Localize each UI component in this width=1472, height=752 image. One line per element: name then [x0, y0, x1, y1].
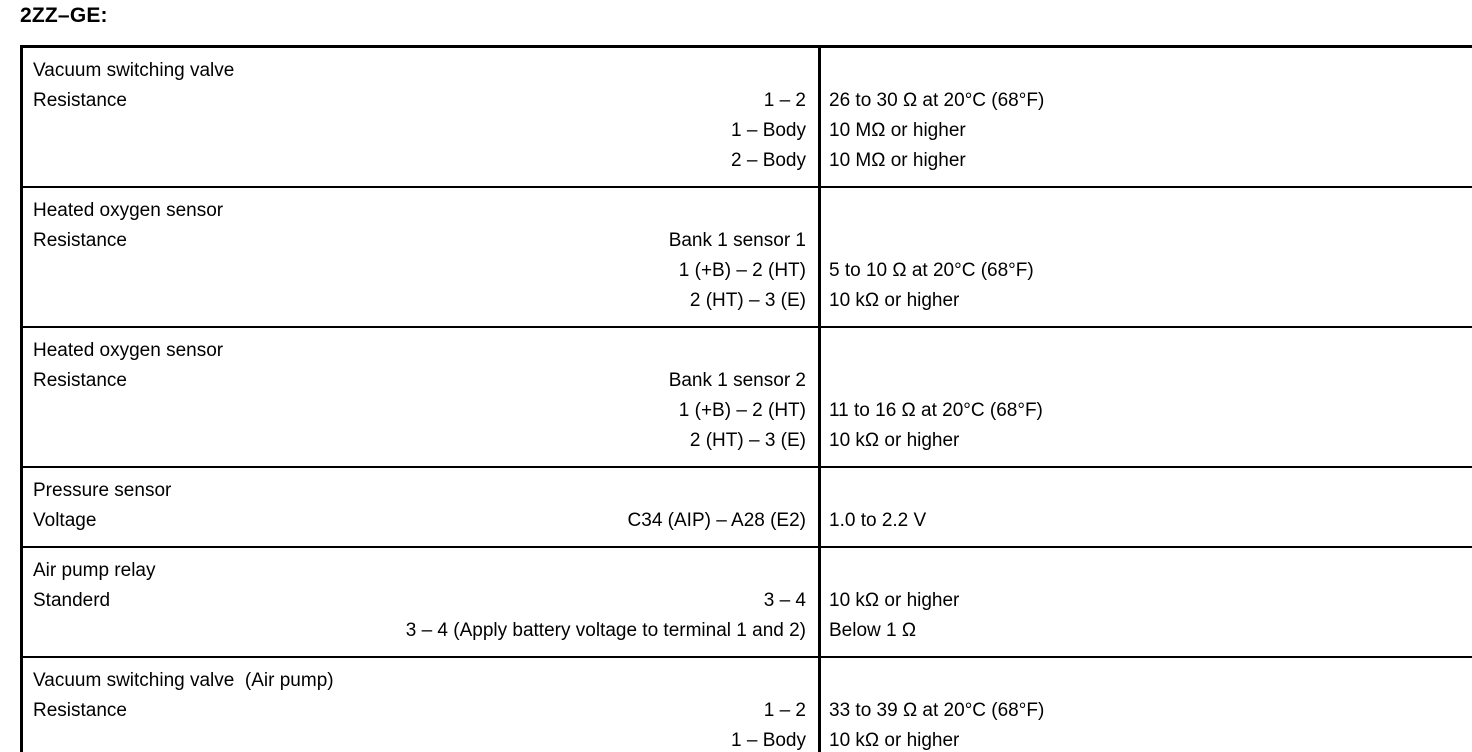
measurement-label: Standerd [33, 590, 111, 611]
value-spacer [829, 476, 1472, 506]
value-line: 11 to 16 Ω at 20°C (68°F) [829, 400, 1043, 421]
component-name: Heated oxygen sensor [33, 200, 224, 221]
terminal-line: 2 – Body [731, 150, 806, 171]
spec-item-cell: Vacuum switching valve (Air pump) Resista… [21, 657, 821, 752]
component-name: Air pump relay [33, 560, 156, 581]
value-spacer [829, 666, 1472, 696]
table-row: Vacuum switching valve (Air pump) Resista… [21, 657, 1472, 752]
value-line [829, 366, 1472, 396]
spec-value-cell: 5 to 10 Ω at 20°C (68°F) 10 kΩ or higher [820, 187, 1472, 327]
terminal-line: 1 – 2 [763, 90, 806, 111]
component-name: Heated oxygen sensor [33, 340, 224, 361]
page-title: 2ZZ–GE: [20, 4, 108, 27]
terminal-list: Standerd 3 – 4 3 – 4 (Apply battery voltag… [33, 586, 806, 646]
value-line: 10 kΩ or higher [829, 590, 960, 611]
measurement-label: Resistance [33, 230, 127, 251]
terminal-line: 2 (HT) – 3 (E) [689, 430, 806, 451]
terminal-line: 3 – 4 [763, 590, 806, 611]
terminal-list: Resistance 1 – 2 1 – Body 2 – Body [33, 86, 806, 176]
value-spacer [829, 556, 1472, 586]
value-spacer [829, 336, 1472, 366]
value-line [829, 226, 1472, 256]
value-line: 10 kΩ or higher [829, 730, 960, 751]
value-line: 1.0 to 2.2 V [829, 510, 927, 531]
terminal-line: 1 (+B) – 2 (HT) [678, 260, 806, 281]
terminal-line: 1 – Body [731, 120, 806, 141]
value-line: 10 kΩ or higher [829, 290, 960, 311]
spec-value-cell: 11 to 16 Ω at 20°C (68°F) 10 kΩ or higher [820, 327, 1472, 467]
terminal-line: Bank 1 sensor 1 [668, 230, 806, 251]
value-line: 10 kΩ or higher [829, 430, 960, 451]
measurement-label: Voltage [33, 510, 97, 531]
terminal-line: 2 (HT) – 3 (E) [689, 290, 806, 311]
terminal-list: Voltage C34 (AIP) – A28 (E2) [33, 506, 806, 536]
terminal-line: 3 – 4 (Apply battery voltage to terminal… [405, 620, 806, 641]
terminal-list: Resistance Bank 1 sensor 2 1 (+B) – 2 (HT)… [33, 366, 806, 456]
measurement-label: Resistance [33, 370, 127, 391]
value-line: Below 1 Ω [829, 620, 917, 641]
value-spacer [829, 196, 1472, 226]
terminal-line: C34 (AIP) – A28 (E2) [627, 510, 806, 531]
value-line: 10 MΩ or higher [829, 150, 966, 171]
measurement-label: Resistance [33, 700, 127, 721]
terminal-line: 1 (+B) – 2 (HT) [678, 400, 806, 421]
terminal-list: Resistance Bank 1 sensor 1 1 (+B) – 2 (HT)… [33, 226, 806, 316]
spec-value-cell: 1.0 to 2.2 V [820, 467, 1472, 547]
component-name: Vacuum switching valve [33, 60, 235, 81]
value-line: 5 to 10 Ω at 20°C (68°F) [829, 260, 1034, 281]
value-spacer [829, 56, 1472, 86]
terminal-line: Bank 1 sensor 2 [668, 370, 806, 391]
terminal-line: 1 – 2 [763, 700, 806, 721]
value-line: 10 MΩ or higher [829, 120, 966, 141]
component-name: Vacuum switching valve (Air pump) [33, 670, 334, 691]
terminal-line: 1 – Body [731, 730, 806, 751]
value-line: 26 to 30 Ω at 20°C (68°F) [829, 90, 1045, 111]
spec-value-cell: 26 to 30 Ω at 20°C (68°F) 10 MΩ or higher… [820, 47, 1472, 188]
spec-value-cell: 33 to 39 Ω at 20°C (68°F) 10 kΩ or higher… [820, 657, 1472, 752]
value-line: 33 to 39 Ω at 20°C (68°F) [829, 700, 1045, 721]
component-name: Pressure sensor [33, 480, 172, 501]
measurement-label: Resistance [33, 90, 127, 111]
